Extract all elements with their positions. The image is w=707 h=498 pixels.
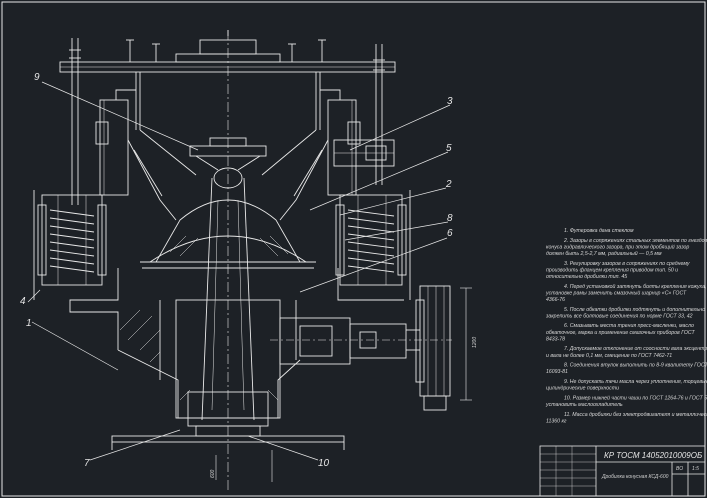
callouts: 9 3 5 2 8 6 4 1 7 10 [20,72,453,469]
dimension-left: 600 [210,469,216,478]
note-item: 5. После обкатки дробилки подтянуть и до… [545,307,705,320]
leader-lines [27,81,451,461]
callout-9: 9 [34,72,40,83]
title-block-scale: 1:5 [692,466,699,472]
callout-8: 8 [447,213,453,224]
technical-notes: 1. Футеровка дана стеклом 2. Зазоры в соп… [545,228,707,424]
spring-right [335,194,407,286]
upper-casing [95,89,361,221]
note-item: 3. Регулировку зазоров в сопряжениях по … [546,261,690,280]
lower-housing [69,268,404,437]
note-item: 8. Соединения втулок выполнить по 8-9 кв… [546,363,707,376]
title-block-sheet: ВО [676,466,683,472]
title-block-title: Дробилка конусная КСД-600 [601,474,669,480]
callout-10: 10 [318,458,330,469]
pulley [415,285,451,411]
title-block [539,445,706,497]
callout-5: 5 [446,143,452,154]
dimension-right: 1200 [472,337,478,348]
crushing-cone [140,199,316,269]
feed-hopper [59,39,396,176]
note-item: 11. Масса дробилки без электродвигателя … [546,411,707,425]
callout-7: 7 [84,458,90,469]
callout-3: 3 [447,96,453,107]
note-item: 9. Не допускать течи масла через уплотне… [546,379,707,392]
note-item: 2. Зазоры в сопряжениях стальных элемент… [546,237,707,257]
note-item: 1. Футеровка дана стеклом [564,228,634,234]
callout-1: 1 [26,318,32,329]
spring-left [37,194,107,286]
countershaft-drive [270,317,452,365]
note-item: 6. Смазывать места трения пресс-масленки… [546,323,695,342]
title-block-code: КР ТОСМ 14052010009ОБ [604,451,702,460]
top-tie-rods [69,38,385,205]
feed-plate [189,137,267,189]
note-item: 4. Перед установкой затянуть болты крепл… [545,283,707,303]
note-item: 10. Размер нижней части чаши по ГОСТ 126… [545,394,707,408]
callout-4: 4 [20,296,26,307]
main-shaft [201,177,255,421]
note-item: 7. Допускаемое отклонение от соосности в… [546,346,707,359]
callout-6: 6 [447,228,453,239]
crusher-section-view [27,30,472,490]
callout-2: 2 [445,179,452,190]
lubrication-unit [333,139,395,167]
